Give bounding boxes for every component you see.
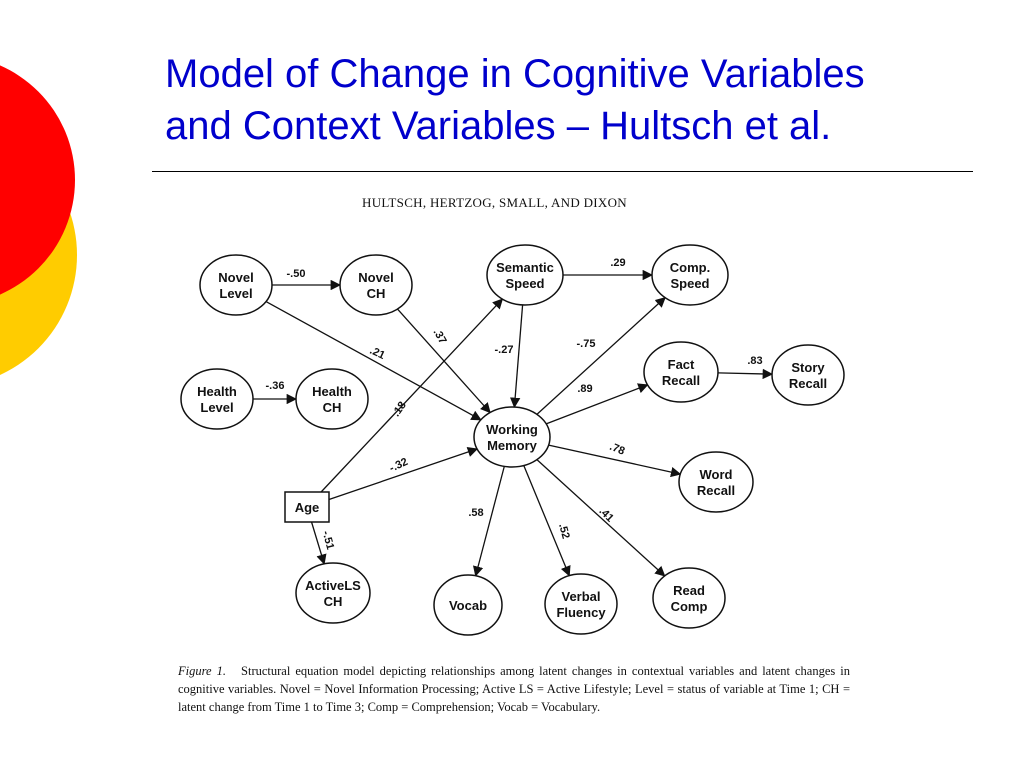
node-age-label-line-1: Age (295, 500, 320, 515)
node-word-recall-label-line-2: Recall (697, 483, 735, 498)
node-semantic-speed-shape (486, 244, 564, 306)
node-verbal-fluency-label-line-1: Verbal (561, 589, 600, 604)
title-divider (152, 171, 973, 172)
path-coefficient-working-memory-to-word-recall: .78 (608, 441, 627, 458)
node-verbal-fluency-label-line-2: Fluency (556, 605, 606, 620)
path-coefficient-semantic-speed-to-working-memory: -.27 (495, 344, 514, 356)
node-vocab-shape (433, 574, 503, 636)
node-comp-speed-label-line-1: Comp. (670, 260, 710, 275)
path-arrow-working-memory-to-read-comp (536, 459, 666, 577)
path-arrow-age-to-working-memory (328, 447, 479, 501)
path-coefficient-working-memory-to-verbal-fluency: .52 (556, 522, 572, 540)
path-arrow-working-memory-to-vocab (472, 466, 505, 577)
node-working-memory-shape (473, 406, 551, 468)
path-coefficient-novel-level-to-novel-ch: -.50 (287, 268, 306, 280)
path-coefficient-health-level-to-health-ch: -.36 (266, 380, 285, 392)
path-arrow-semantic-speed-to-working-memory (509, 304, 524, 409)
node-novel-ch-label-line-2: CH (367, 286, 386, 301)
node-word-recall-label-line-1: Word (700, 467, 733, 482)
node-health-ch-label-line-1: Health (312, 384, 352, 399)
path-coefficient-working-memory-to-fact-recall: .89 (577, 383, 592, 395)
path-coefficient-fact-recall-to-story-recall: .83 (747, 355, 762, 367)
slide-title-line-2: and Context Variables – Hultsch et al. (165, 104, 832, 148)
path-coefficient-working-memory-to-comp-speed: -.75 (577, 338, 596, 350)
node-semantic-speed-label-line-1: Semantic (496, 260, 554, 275)
node-novel-ch-label-line-1: Novel (358, 270, 393, 285)
node-story-recall-label-line-1: Story (791, 360, 825, 375)
node-novel-level-shape (199, 254, 273, 316)
node-story-recall-label-line-2: Recall (789, 376, 827, 391)
path-coefficient-working-memory-to-read-comp: .41 (596, 505, 615, 524)
node-vocab-label-line-1: Vocab (449, 598, 487, 613)
path-coefficient-age-to-active-ls-ch: -.51 (320, 530, 337, 551)
slide-title-line-1: Model of Change in Cognitive Variables (165, 52, 865, 96)
node-working-memory-label-line-2: Memory (487, 438, 538, 453)
node-story-recall-shape (771, 344, 845, 406)
node-read-comp-label-line-2: Comp (671, 599, 708, 614)
node-active-ls-ch-label-line-1: ActiveLS (305, 578, 361, 593)
decorative-circles (0, 0, 120, 420)
node-comp-speed: Comp.Speed (651, 244, 729, 306)
path-arrow-working-memory-to-word-recall (548, 444, 682, 478)
node-fact-recall-label-line-2: Recall (662, 373, 700, 388)
node-read-comp-label-line-1: Read (673, 583, 705, 598)
node-novel-level-label-line-1: Novel (218, 270, 253, 285)
node-semantic-speed-label-line-2: Speed (505, 276, 544, 291)
caption-text: Structural equation model depicting rela… (178, 664, 850, 714)
figure-caption: Figure 1. Structural equation model depi… (178, 662, 850, 716)
path-arrow-novel-level-to-working-memory (265, 300, 482, 421)
node-active-ls-ch-shape (295, 562, 371, 624)
node-health-ch-shape (295, 368, 369, 430)
node-age: Age (284, 491, 330, 523)
node-age-shape (284, 491, 330, 523)
node-novel-ch-shape (339, 254, 413, 316)
node-word-recall-shape (678, 451, 754, 513)
node-verbal-fluency-shape (544, 573, 618, 635)
path-coefficient-novel-level-to-working-memory: .21 (368, 345, 387, 362)
decorative-red-circle (0, 65, 75, 295)
node-health-level-label-line-1: Health (197, 384, 237, 399)
node-read-comp-shape (652, 567, 726, 629)
path-coefficient-semantic-speed-to-comp-speed: .29 (610, 257, 625, 269)
node-health-ch-label-line-2: CH (323, 400, 342, 415)
node-working-memory-label-line-1: Working (486, 422, 538, 437)
path-coefficient-working-memory-to-vocab: .58 (468, 507, 483, 519)
path-arrow-age-to-semantic-speed (320, 298, 504, 493)
path-arrow-fact-recall-to-story-recall (717, 368, 774, 380)
path-arrow-working-memory-to-comp-speed (536, 296, 666, 415)
node-novel-level-label-line-2: Level (219, 286, 252, 301)
node-comp-speed-shape (651, 244, 729, 306)
path-coefficient-novel-ch-to-working-memory: .37 (431, 327, 449, 346)
node-fact-recall-shape (643, 341, 719, 403)
path-arrow-working-memory-to-fact-recall (545, 383, 649, 425)
node-vocab: Vocab (433, 574, 503, 636)
caption-label: Figure 1. (178, 664, 226, 678)
node-health-level-shape (180, 368, 254, 430)
slide-title: Model of Change in Cognitive Variables a… (165, 48, 995, 152)
node-fact-recall-label-line-1: Fact (668, 357, 695, 372)
node-active-ls-ch-label-line-2: CH (324, 594, 343, 609)
path-arrow-working-memory-to-verbal-fluency (523, 465, 571, 577)
path-arrow-age-to-active-ls-ch (310, 521, 327, 565)
node-comp-speed-label-line-2: Speed (670, 276, 709, 291)
figure-running-header: HULTSCH, HERTZOG, SMALL, AND DIXON (362, 195, 627, 210)
path-coefficient-age-to-working-memory: -.32 (388, 456, 410, 475)
node-health-level-label-line-2: Level (200, 400, 233, 415)
